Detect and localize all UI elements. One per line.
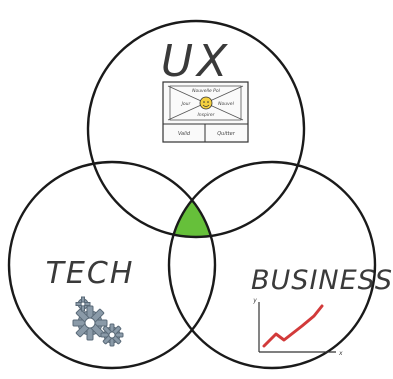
tech-label: TECH bbox=[46, 256, 135, 291]
tech-circle bbox=[7, 160, 217, 370]
wireframe-footer-right: Quitter bbox=[217, 131, 235, 137]
ux-label: UX bbox=[161, 36, 231, 87]
wireframe-bottom-text: Inspirer bbox=[197, 112, 215, 118]
growth-chart-icon: y x bbox=[252, 297, 343, 357]
chart-axis-y-label: y bbox=[252, 297, 257, 304]
wireframe-right-text: Nouvel bbox=[218, 101, 234, 107]
wireframe-sketch: Nouvelle Pol Jour Nouvel Inspirer Valid … bbox=[162, 81, 249, 143]
smiley-icon bbox=[199, 96, 213, 110]
chart-axis-x-label: x bbox=[338, 350, 343, 357]
wireframe-footer-left: Valid bbox=[178, 131, 191, 137]
wireframe-left-text: Jour bbox=[181, 101, 192, 107]
wireframe-top-text: Nouvelle Pol bbox=[192, 88, 221, 94]
business-label: BUSINESS bbox=[251, 265, 393, 296]
ux-circle bbox=[86, 19, 306, 239]
business-circle bbox=[167, 160, 377, 370]
gears-icon bbox=[72, 296, 124, 347]
